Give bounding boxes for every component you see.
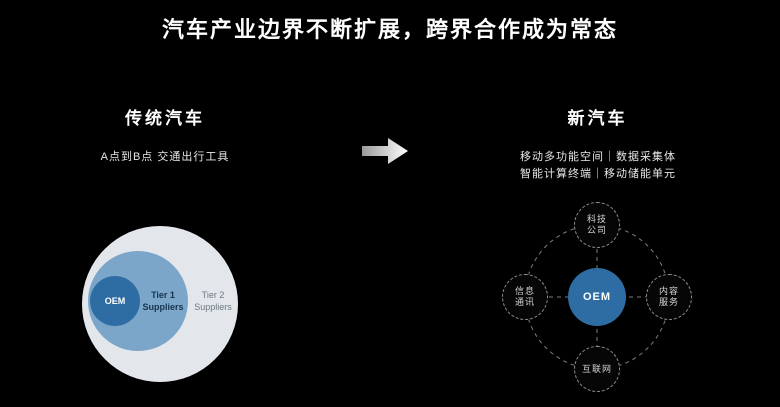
tier1-suppliers-label: Tier 1 Suppliers <box>138 289 188 313</box>
node-internet: 互联网 <box>574 346 620 392</box>
slide-title: 汽车产业边界不断扩展，跨界合作成为常态 <box>161 17 618 42</box>
node-tech-line2: 公司 <box>586 225 607 235</box>
oem-circle-left: OEM <box>90 276 140 326</box>
node-info-telecom: 信息 通讯 <box>502 274 548 320</box>
right-column-subtitle: 移动多功能空间｜数据采集体 智能计算终端｜移动储能单元 <box>478 149 718 183</box>
node-content-line2: 服务 <box>658 297 679 307</box>
transition-arrow-icon <box>360 136 410 166</box>
node-content-service: 内容 服务 <box>646 274 692 320</box>
node-tech-line1: 科技 <box>586 214 607 224</box>
oem-label-right: OEM <box>582 291 612 303</box>
node-internet-label: 互联网 <box>581 363 612 374</box>
node-info-line2: 通讯 <box>514 297 535 307</box>
left-column-heading: 传统汽车 <box>125 109 205 128</box>
tier2-label-line1: Tier 2 <box>201 290 225 300</box>
tier2-suppliers-label: Tier 2 Suppliers <box>187 289 239 313</box>
right-subtitle-line-2: 智能计算终端｜移动储能单元 <box>520 168 676 180</box>
left-column-subtitle: A点到B点 交通出行工具 <box>100 151 230 163</box>
tier2-label-line2: Suppliers <box>194 302 232 312</box>
node-tech-company: 科技 公司 <box>574 202 620 248</box>
right-subtitle-line-1: 移动多功能空间｜数据采集体 <box>520 151 676 163</box>
oem-hub-circle: OEM <box>568 268 626 326</box>
node-info-line1: 信息 <box>514 286 535 296</box>
right-column-heading: 新汽车 <box>567 109 628 128</box>
tier1-label-line1: Tier 1 <box>151 290 175 300</box>
tier1-label-line2: Suppliers <box>142 302 184 312</box>
node-content-line1: 内容 <box>658 286 679 296</box>
oem-label-left: OEM <box>104 296 126 306</box>
